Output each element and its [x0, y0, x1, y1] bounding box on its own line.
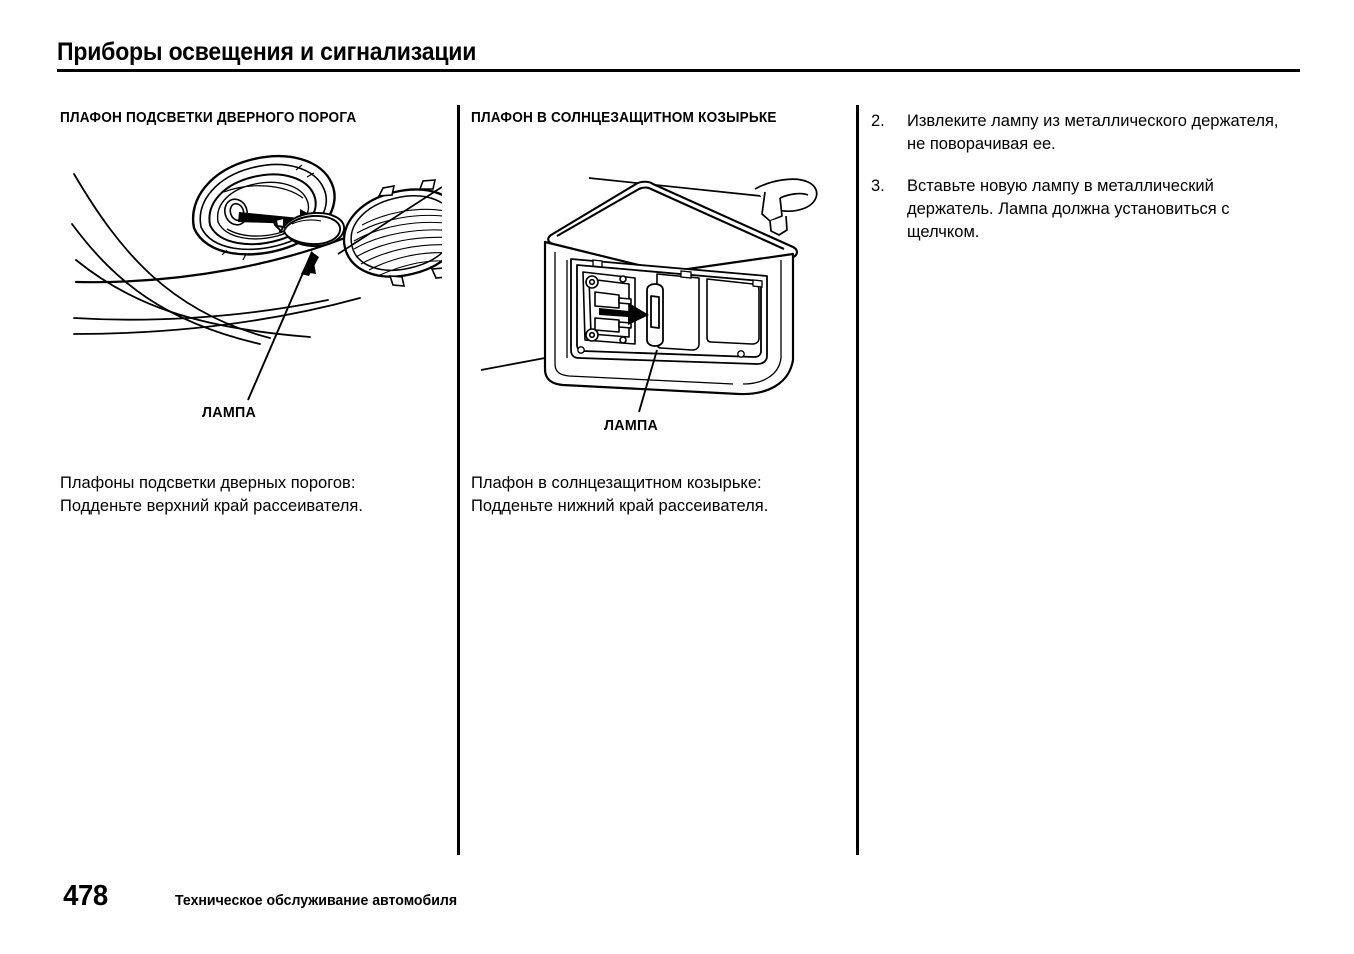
callout-label-bulb-visor: ЛАМПА — [604, 417, 659, 434]
metal-bulb-holder — [582, 271, 636, 345]
page-footer: 478 Техническое обслуживание автомобиля — [62, 880, 466, 913]
step-list: 2. Извлеките лампу из металлического дер… — [871, 110, 1291, 244]
column-steps: 2. Извлеките лампу из металлического дер… — [871, 110, 1291, 263]
heading-sun-visor-light: ПЛАФОН В СОЛНЦЕЗАЩИТНОМ КОЗЫРЬКЕ — [471, 110, 777, 126]
callout-leader-bulb-visor — [638, 349, 658, 413]
lens-ribs — [353, 208, 442, 276]
list-item: 2. Извлеките лампу из металлического дер… — [871, 110, 1291, 156]
footer-section-title: Техническое обслуживание автомобиля — [174, 892, 458, 909]
column-divider-left — [457, 105, 460, 855]
column-divider-right — [856, 105, 859, 855]
list-item: 3. Вставьте новую лампу в металлический … — [871, 175, 1291, 244]
figure-door-sill-light: ЛАМПА Плафоны подсветки дверных порогов:… — [60, 132, 442, 527]
festoon-bulb — [646, 283, 664, 347]
page-number: 478 — [63, 880, 108, 912]
sun-visor-illustration — [480, 177, 818, 413]
step-text: Извлеките лампу из металлического держат… — [907, 112, 1279, 153]
wedge-bulb — [273, 212, 345, 247]
insertion-arrow-visor — [599, 303, 649, 325]
heading-door-sill-light: ПЛАФОН ПОДСВЕТКИ ДВЕРНОГО ПОРОГА — [60, 110, 357, 126]
caption-sun-visor-light: Плафон в солнцезащитном козырьке: Подден… — [471, 474, 769, 515]
header-rule — [57, 69, 1300, 72]
figure-sun-visor-light: ЛАМПА Плафон в солнцезащитном козырьке: … — [471, 132, 843, 527]
callout-label-bulb-left: ЛАМПА — [202, 404, 257, 421]
callout-arrowhead — [301, 250, 319, 276]
step-number: 2. — [871, 112, 885, 130]
door-sill-light-illustration — [71, 154, 442, 401]
caption-door-sill-light: Плафоны подсветки дверных порогов: Подде… — [60, 474, 363, 515]
column-sun-visor-light: ПЛАФОН В СОЛНЦЕЗАЩИТНОМ КОЗЫРЬКЕ — [471, 110, 843, 527]
column-door-sill-light: ПЛАФОН ПОДСВЕТКИ ДВЕРНОГО ПОРОГА — [60, 110, 442, 527]
page-title: Приборы освещения и сигнализации — [57, 38, 477, 66]
step-number: 3. — [871, 177, 885, 195]
callout-leader-bulb — [247, 251, 313, 401]
lens-cover — [342, 188, 442, 278]
step-text: Вставьте новую лампу в металлический дер… — [907, 177, 1230, 241]
page-header: Приборы освещения и сигнализации — [57, 38, 1300, 66]
mirror-panels — [656, 273, 760, 351]
